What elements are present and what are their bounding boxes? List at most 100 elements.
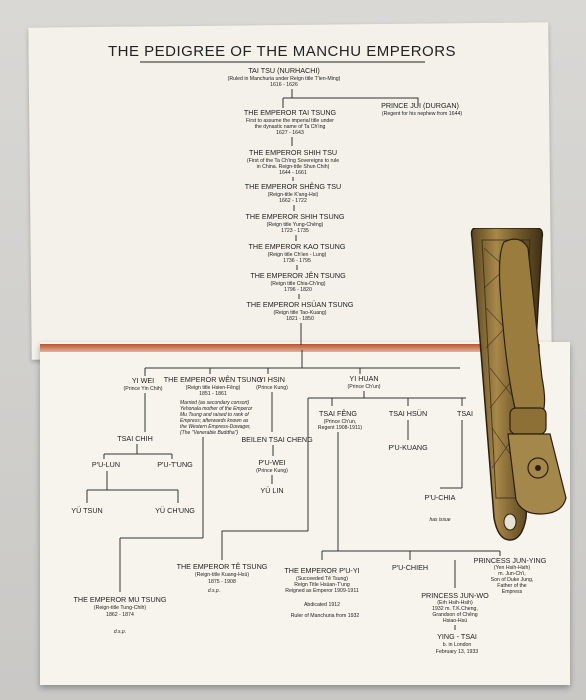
- svg-text:Father of the: Father of the: [497, 583, 527, 589]
- svg-text:YÜ CH'UNG: YÜ CH'UNG: [155, 506, 195, 515]
- svg-text:TSAI CHIH: TSAI CHIH: [117, 434, 153, 443]
- svg-text:P'U-T'UNG: P'U-T'UNG: [157, 460, 193, 469]
- svg-text:(Reign-title Tung-Chih): (Reign-title Tung-Chih): [94, 605, 146, 611]
- person-princess-jun-ying: PRINCESS JUN-YING (Yen Hsih-Hsih) m. Jun…: [474, 556, 547, 595]
- person-yi-huan: YI HUAN (Prince Ch'un): [348, 374, 381, 390]
- svg-text:(The "Venerable Buddha"): (The "Venerable Buddha"): [180, 430, 238, 436]
- person-pu-yi: THE EMPEROR P'U-YI (Succeeded Tê Tsung) …: [284, 566, 359, 619]
- svg-text:1851 - 1861: 1851 - 1861: [199, 391, 227, 397]
- svg-text:m. Jun-Ch'i,: m. Jun-Ch'i,: [498, 571, 526, 577]
- chart-title: THE PEDIGREE OF THE MANCHU EMPERORS: [108, 43, 456, 60]
- svg-text:February 13, 1933: February 13, 1933: [436, 649, 479, 655]
- person-tai-tsung: THE EMPEROR TAI TSUNG First to assume th…: [244, 108, 337, 136]
- svg-text:1875 - 1908: 1875 - 1908: [208, 579, 236, 585]
- person-shih-tsung: THE EMPEROR SHIH TSUNG (Reign title Yung…: [246, 212, 345, 234]
- person-yu-lin: YÜ LIN: [260, 486, 283, 495]
- brass-hand-clip: [470, 228, 567, 541]
- svg-text:Hsiao-Hsü: Hsiao-Hsü: [443, 618, 467, 624]
- svg-text:TSAI: TSAI: [457, 409, 473, 418]
- svg-text:P'U-WEI: P'U-WEI: [258, 458, 285, 467]
- svg-text:P'U-CHIEH: P'U-CHIEH: [392, 563, 428, 572]
- svg-text:Mu Tsung and raised to rank of: Mu Tsung and raised to rank of: [180, 412, 249, 418]
- book-spine: [40, 344, 540, 352]
- svg-text:Empress: Empress: [502, 589, 523, 595]
- svg-text:Yehonala mother of the Emperor: Yehonala mother of the Emperor: [180, 406, 253, 412]
- person-yi-hsin: YI HSIN (Prince Kung): [256, 375, 288, 391]
- person-prince-jui: PRINCE JUI (DURGAN) (Regent for his neph…: [381, 101, 462, 117]
- svg-text:TAI TSU (NURHACHI): TAI TSU (NURHACHI): [248, 66, 320, 75]
- svg-text:1862 - 1874: 1862 - 1874: [106, 612, 134, 618]
- svg-text:(Reign-title K'ang-Hsi): (Reign-title K'ang-Hsi): [268, 192, 319, 198]
- svg-text:THE EMPEROR KAO TSUNG: THE EMPEROR KAO TSUNG: [249, 242, 346, 251]
- svg-text:(Prince Ch'un,: (Prince Ch'un,: [324, 419, 357, 425]
- svg-text:the dynastic name of Ta Ch'ing: the dynastic name of Ta Ch'ing: [255, 124, 326, 130]
- svg-text:Empress; afterwards known as: Empress; afterwards known as: [180, 418, 249, 424]
- person-pu-tung: P'U-T'UNG: [157, 460, 193, 469]
- svg-text:(Reign title Ch'ien - Lung): (Reign title Ch'ien - Lung): [268, 252, 327, 258]
- person-princess-jun-wo: PRINCESS JUN-WO (Erh Hsih-Hsih) 1932 m. …: [421, 591, 489, 624]
- person-ying-tsai: YING - TSAI b. in London February 13, 19…: [436, 632, 479, 655]
- svg-text:(Yen Hsih-Hsih): (Yen Hsih-Hsih): [494, 565, 530, 571]
- person-yu-chung: YÜ CH'UNG: [155, 506, 195, 515]
- svg-text:1644 - 1661: 1644 - 1661: [279, 170, 307, 176]
- svg-text:1932 m. T.K.Cheng,: 1932 m. T.K.Cheng,: [432, 606, 478, 612]
- person-kao-tsung: THE EMPEROR KAO TSUNG (Reign title Ch'ie…: [249, 242, 346, 264]
- svg-text:(Reign title Chia-Ch'ing): (Reign title Chia-Ch'ing): [271, 281, 326, 287]
- svg-text:YÜ LIN: YÜ LIN: [260, 486, 283, 495]
- person-sheng-tsu: THE EMPEROR SHÊNG TSU (Reign-title K'ang…: [245, 182, 342, 204]
- svg-text:YI WEI: YI WEI: [132, 376, 154, 385]
- person-pu-kuang: P'U-KUANG: [388, 443, 428, 452]
- person-pu-chieh: P'U-CHIEH: [392, 563, 428, 572]
- svg-text:1796 - 1820: 1796 - 1820: [284, 287, 312, 293]
- book-page-bottom: [40, 342, 570, 685]
- svg-text:(Succeeded Tê Tsung): (Succeeded Tê Tsung): [296, 576, 348, 582]
- svg-text:has issue: has issue: [429, 517, 450, 523]
- svg-text:THE EMPEROR P'U-YI: THE EMPEROR P'U-YI: [284, 566, 359, 575]
- svg-text:(Reign-title Kuang-Hsü): (Reign-title Kuang-Hsü): [195, 572, 249, 578]
- svg-text:THE EMPEROR SHÊNG TSU: THE EMPEROR SHÊNG TSU: [245, 182, 342, 191]
- person-hsuan-tsung: THE EMPEROR HSÜAN TSUNG (Reign title Tao…: [247, 300, 354, 322]
- svg-text:TSAI HSÜN: TSAI HSÜN: [389, 409, 427, 418]
- svg-text:Son of Duke Jung,: Son of Duke Jung,: [491, 577, 534, 583]
- svg-text:Reigned as Emperor 1909-1911: Reigned as Emperor 1909-1911: [285, 588, 359, 594]
- person-mu-tsung: THE EMPEROR MU TSUNG (Reign-title Tung-C…: [74, 595, 167, 635]
- svg-text:b. in London: b. in London: [443, 642, 472, 648]
- svg-text:PRINCE JUI (DURGAN): PRINCE JUI (DURGAN): [381, 101, 459, 110]
- person-tai-tsu: TAI TSU (NURHACHI) (Ruled in Manchuria u…: [228, 66, 341, 88]
- svg-text:YING - TSAI: YING - TSAI: [437, 632, 477, 641]
- svg-text:1821 - 1850: 1821 - 1850: [286, 316, 314, 322]
- person-pu-wei: P'U-WEI (Prince Kung): [256, 458, 288, 474]
- person-tsai-feng: TSAI FÊNG (Prince Ch'un, Regent 1908-191…: [318, 409, 363, 431]
- person-jen-tsung: THE EMPEROR JÊN TSUNG (Reign title Chia-…: [250, 271, 346, 293]
- svg-text:THE EMPEROR TAI TSUNG: THE EMPEROR TAI TSUNG: [244, 108, 337, 117]
- svg-text:YI HSIN: YI HSIN: [259, 375, 285, 384]
- svg-text:(Prince Yin Chih): (Prince Yin Chih): [124, 386, 163, 392]
- svg-text:d.s.p.: d.s.p.: [114, 629, 126, 635]
- svg-text:the Western Empress-Dowager,: the Western Empress-Dowager,: [180, 424, 251, 430]
- person-yu-tsun: YÜ TSUN: [71, 506, 102, 515]
- svg-text:1616 - 1626: 1616 - 1626: [270, 82, 298, 88]
- svg-text:THE EMPEROR TÊ TSUNG: THE EMPEROR TÊ TSUNG: [177, 562, 268, 571]
- svg-text:Abdicated 1912: Abdicated 1912: [304, 602, 340, 608]
- svg-text:1627 - 1643: 1627 - 1643: [276, 130, 304, 136]
- svg-text:(Ruled in Manchuria under Reig: (Ruled in Manchuria under Reign title T'…: [228, 76, 341, 82]
- svg-text:(First of the Ta Ch'ing Sovere: (First of the Ta Ch'ing Sovereigns to ru…: [247, 158, 339, 164]
- svg-text:(Prince Kung): (Prince Kung): [256, 385, 288, 391]
- person-beilen-tsai-cheng: BEILEN TSAI CHENG: [241, 435, 313, 444]
- svg-text:Married (as secondary consort): Married (as secondary consort): [180, 400, 250, 406]
- svg-text:P'U-CHIA: P'U-CHIA: [425, 493, 456, 502]
- person-tsai: TSAI: [457, 409, 473, 418]
- person-shih-tsu: THE EMPEROR SHIH TSU (First of the Ta Ch…: [247, 148, 339, 176]
- svg-text:1736 - 1795: 1736 - 1795: [283, 258, 311, 264]
- svg-text:YÜ TSUN: YÜ TSUN: [71, 506, 102, 515]
- svg-text:in China. Reign-title Shun Chi: in China. Reign-title Shun Chih): [257, 164, 330, 170]
- person-pu-chia: P'U-CHIA has issue: [425, 493, 456, 523]
- person-te-tsung: THE EMPEROR TÊ TSUNG (Reign-title Kuang-…: [177, 562, 268, 594]
- person-pu-lun: P'U-LUN: [92, 460, 120, 469]
- svg-text:P'U-LUN: P'U-LUN: [92, 460, 120, 469]
- svg-text:Grandson of Chêng: Grandson of Chêng: [432, 612, 477, 618]
- svg-text:(Regent for his nephew from 16: (Regent for his nephew from 1644): [382, 111, 462, 117]
- person-tsai-hsun: TSAI HSÜN: [389, 409, 427, 418]
- svg-text:P'U-KUANG: P'U-KUANG: [388, 443, 428, 452]
